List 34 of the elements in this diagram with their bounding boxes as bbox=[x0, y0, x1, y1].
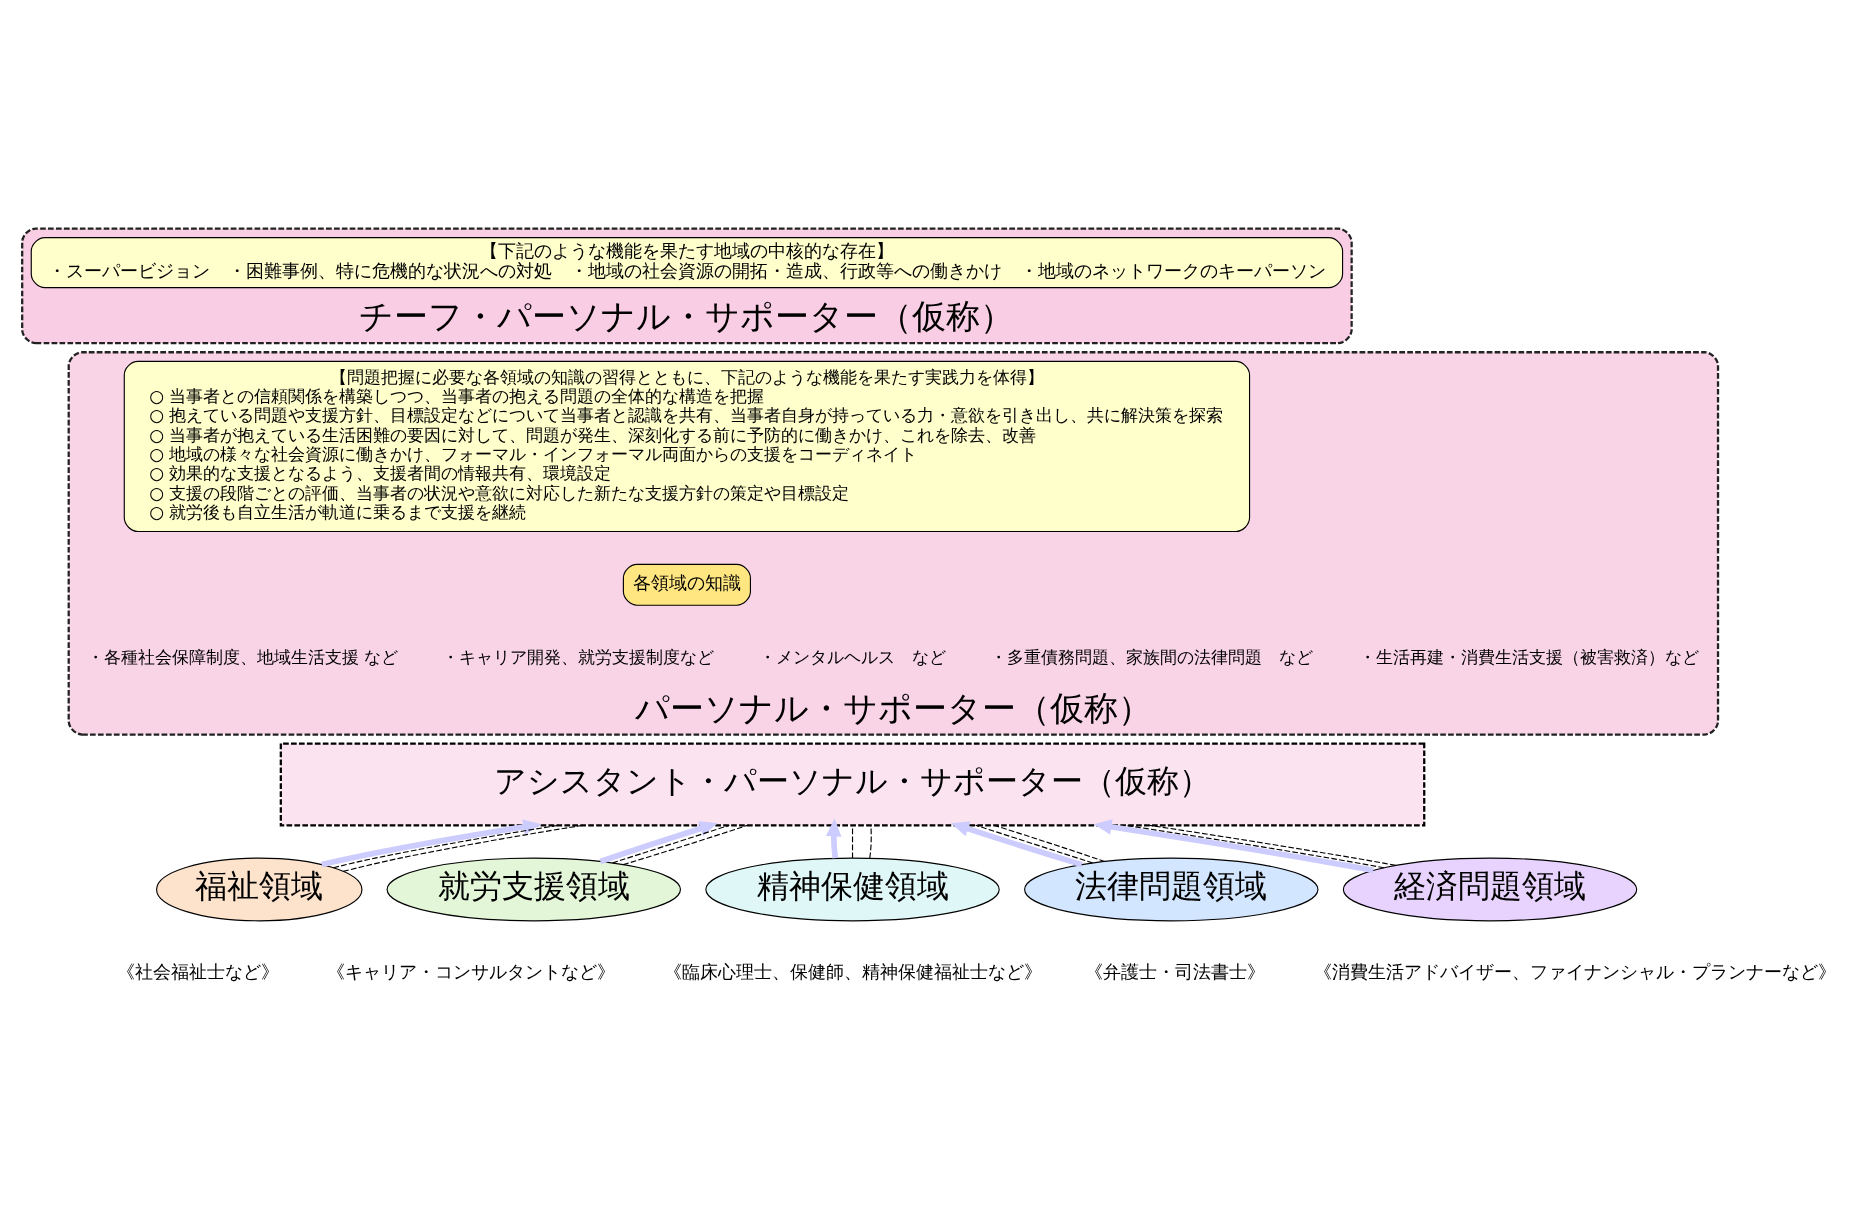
arrow bbox=[950, 820, 1083, 867]
connector bbox=[622, 824, 748, 865]
node-ellipse: 就労支援領域 bbox=[386, 857, 681, 921]
node-ellipse: 福祉領域 bbox=[156, 857, 363, 921]
connector bbox=[975, 824, 1094, 863]
node-text: ・メンタルヘルス など bbox=[759, 646, 947, 666]
node-label: 《臨床心理士、保健師、精神保健福祉士など》 bbox=[663, 960, 1042, 982]
node-label: 《社会福祉士など》 bbox=[117, 960, 280, 982]
node-text: ・キャリア開発、就労支援制度など bbox=[442, 646, 715, 666]
connector bbox=[612, 824, 730, 863]
node-box: 【問題把握に必要な各領域の知識の習得とともに、下記のような機能を果たす実践力を体得】 ○ 当事者との信頼関係を構築しつつ、当事者の抱える問題の全体的な構造を把握 ○ 抱えている問題や支援方針、目標設定などについて当事者と認識を共有、当事者自身が持っている力・意欲を引き出し、共に解決策を探索 ○ 当事者が抱えている生活困難の要因に対して、問題が発生、深刻化する前に予防的に働きかけ、これを除去、改善 ○ 地域の様々な社会資源に働きかけ、フォーマル・インフォーマル両面からの支援をコーディネイト ○ 効果的な支援となるよう、支援者間の情報共有、環境設定 ○ 支援の段階ごとの評価、当事者の状況や意欲に対応した新たな支援方針の策定や目標設定 ○ 就労後も自立生活が軌道に乗るまで支援を継続 bbox=[123, 360, 1251, 532]
connector bbox=[993, 824, 1106, 862]
node-label: 《消費生活アドバイザー、ファイナンシャル・プランナーなど》 bbox=[1314, 960, 1837, 982]
connector bbox=[1124, 824, 1385, 868]
arrow bbox=[321, 818, 542, 867]
connector bbox=[342, 824, 584, 872]
node-ellipse: 経済問題領域 bbox=[1342, 857, 1638, 921]
node-box: 各領域の知識 bbox=[622, 563, 751, 606]
node-ellipse: 法律問題領域 bbox=[1024, 857, 1319, 921]
node-text: ・多重債務問題、家族間の法律問題 など bbox=[990, 646, 1314, 666]
node-box: 【下記のような機能を果たす地域の中核的な存在】 ・スーパービジョン ・困難事例、特に危機的な状況への対処 ・地域の社会資源の開拓・造成、行政等への働きかけ ・地域のネットワークのキーパーソン bbox=[30, 236, 1344, 288]
connector bbox=[869, 824, 872, 859]
node-ellipse: 精神保健領域 bbox=[705, 857, 1000, 921]
node-label: 《キャリア・コンサルタントなど》 bbox=[327, 960, 616, 982]
node-box: アシスタント・パーソナル・サポーター（仮称） bbox=[279, 741, 1426, 826]
arrow bbox=[1093, 818, 1374, 873]
node-label: 《弁護士・司法書士》 bbox=[1084, 960, 1265, 982]
arrow bbox=[825, 817, 842, 858]
arrow bbox=[599, 820, 718, 864]
connector bbox=[1148, 824, 1397, 866]
node-text: ・各種社会保障制度、地域生活支援 など bbox=[86, 646, 398, 666]
node-text: ・生活再建・消費生活支援（被害救済）など bbox=[1358, 646, 1699, 666]
connector bbox=[332, 824, 560, 868]
connector bbox=[851, 824, 854, 859]
